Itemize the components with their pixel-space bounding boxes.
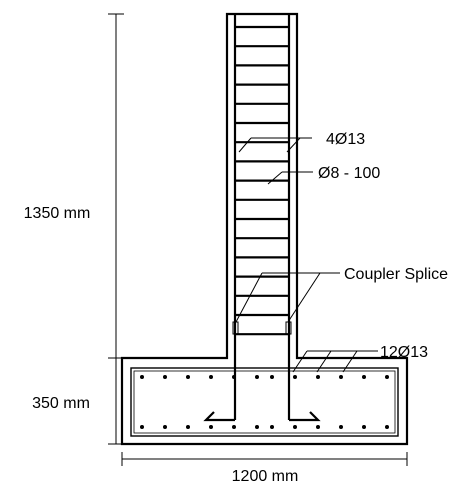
footing-bar-dot xyxy=(186,375,190,379)
footing-bar-dot xyxy=(163,425,167,429)
footing-bars-label: 12Ø13 xyxy=(380,344,428,361)
footing-bar-dot xyxy=(385,425,389,429)
footing-bar-dot xyxy=(293,425,297,429)
footing-bar-dot xyxy=(186,425,190,429)
leader-footing-bars-c xyxy=(342,350,358,373)
leader-stirrups xyxy=(267,171,283,185)
footing-bar-dot xyxy=(232,425,236,429)
coupler-label: Coupler Splice xyxy=(344,266,448,283)
coupler-left xyxy=(232,321,239,335)
footing-bar-dot xyxy=(385,375,389,379)
stirrups-label: Ø8 - 100 xyxy=(318,165,380,182)
leader-footing-bars-b xyxy=(316,350,332,373)
footing-bar-dot xyxy=(255,425,259,429)
footing-bar-dot xyxy=(316,375,320,379)
column-height-label: 1350 mm xyxy=(24,205,91,222)
footing-bar-dot xyxy=(270,375,274,379)
footing-bar-dot xyxy=(293,375,297,379)
hook-left xyxy=(203,411,235,422)
footing-height-label: 350 mm xyxy=(32,395,90,412)
footing-bar-dot xyxy=(209,425,213,429)
footing-bar-dot xyxy=(255,375,259,379)
footing-bar-dot xyxy=(339,375,343,379)
footing-bar-dot xyxy=(316,425,320,429)
concrete-outline xyxy=(120,12,409,446)
footing-bar-dot xyxy=(163,375,167,379)
footing-bar-dot xyxy=(362,425,366,429)
footing-bar-dots xyxy=(140,375,389,429)
leader-vertical-bars-a xyxy=(238,137,252,153)
dim-label-bg-350 xyxy=(3,391,113,413)
dim-label-bg-1350 xyxy=(3,200,113,224)
footing-bar-dot xyxy=(140,425,144,429)
footing-bar-dot xyxy=(232,375,236,379)
footing-bar-dot xyxy=(140,375,144,379)
leader-coupler-right xyxy=(287,272,321,323)
column-stirrups xyxy=(235,25,289,336)
footing-rebar-cage-inner xyxy=(133,370,396,434)
leader-footing-bars-a xyxy=(292,350,308,373)
footing-rebar-cage xyxy=(130,367,399,437)
footing-bar-dot xyxy=(362,375,366,379)
leader-vertical-bars-b xyxy=(286,137,301,153)
footing-bar-dot xyxy=(270,425,274,429)
hook-right xyxy=(289,411,321,422)
leader-coupler-left xyxy=(235,272,263,323)
footing-bar-dot xyxy=(339,425,343,429)
footing-bar-dot xyxy=(209,375,213,379)
footing-width-label: 1200 mm xyxy=(232,468,299,485)
vertical-bars-label: 4Ø13 xyxy=(326,131,365,148)
